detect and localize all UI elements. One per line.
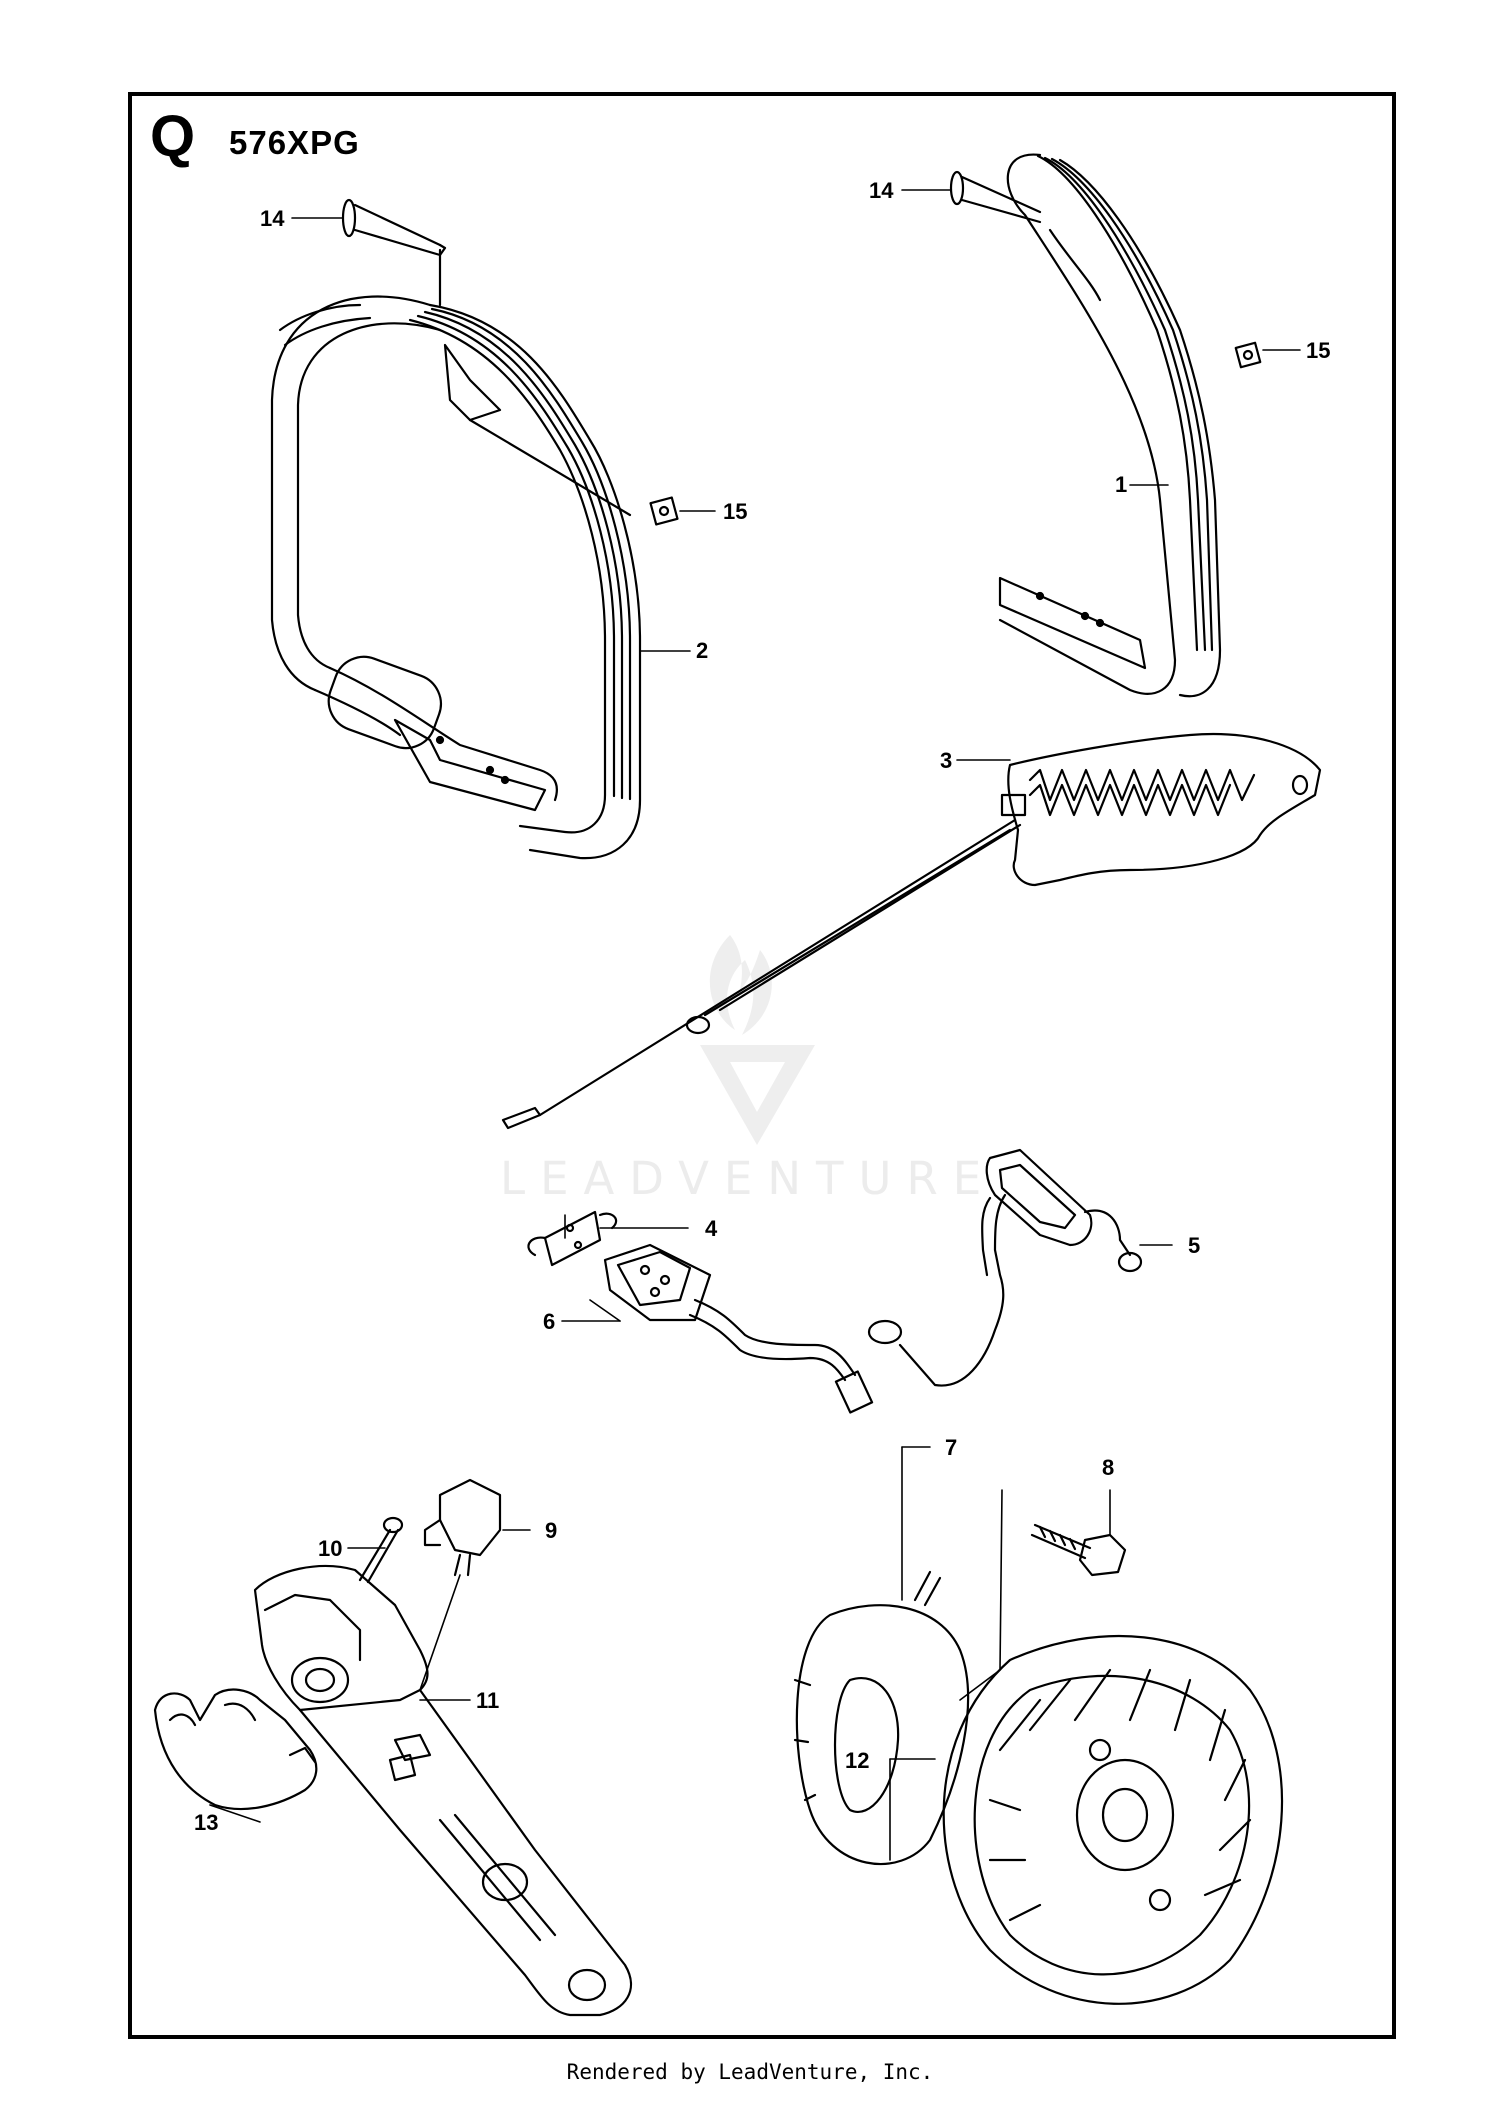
callout-11: 11	[476, 1688, 500, 1713]
callout-14-left: 14	[260, 206, 285, 231]
callout-9: 9	[545, 1518, 558, 1543]
model-title: 576XPG	[229, 124, 360, 161]
callout-2: 2	[696, 638, 709, 663]
switch	[423, 1478, 502, 1577]
generator	[603, 1243, 874, 1414]
watermark-text: LEADVENTURE	[500, 1152, 997, 1205]
footer-credit: Rendered by LeadVenture, Inc.	[566, 2060, 934, 2084]
heating-cable-gasket	[867, 1148, 1143, 1387]
callout-10: 10	[318, 1536, 343, 1561]
callout-1: 1	[1115, 472, 1128, 497]
nut-15-right	[1234, 341, 1262, 369]
screw-10	[358, 1516, 404, 1584]
diagram-frame	[128, 92, 1396, 2039]
leader-lines	[209, 189, 1301, 1861]
callout-7: 7	[945, 1435, 958, 1460]
screw-14-left	[341, 198, 447, 307]
rear-handle	[253, 1564, 632, 2017]
callout-15-right: 15	[1306, 338, 1331, 363]
callout-14-right: 14	[869, 178, 894, 203]
nut-15-left	[649, 496, 679, 526]
flywheel	[942, 1634, 1284, 2005]
callout-8: 8	[1102, 1455, 1115, 1480]
front-handle-bar	[998, 153, 1222, 698]
callout-13: 13	[194, 1810, 219, 1835]
callout-3: 3	[940, 748, 953, 773]
clamp	[527, 1210, 618, 1267]
ignition-module	[793, 1570, 970, 1865]
callout-5: 5	[1188, 1233, 1201, 1258]
watermark-logo	[700, 935, 815, 1145]
callout-6: 6	[543, 1309, 556, 1334]
callout-12: 12	[845, 1748, 870, 1773]
screw-14-right	[949, 170, 1042, 224]
callout-15-left: 15	[723, 499, 748, 524]
handle-heating-element	[501, 732, 1322, 1130]
section-letter: Q	[150, 104, 196, 169]
bolt	[1030, 1523, 1127, 1577]
front-handle-hoop	[270, 295, 642, 860]
callout-4: 4	[705, 1216, 718, 1241]
handle-cover	[153, 1688, 318, 1811]
